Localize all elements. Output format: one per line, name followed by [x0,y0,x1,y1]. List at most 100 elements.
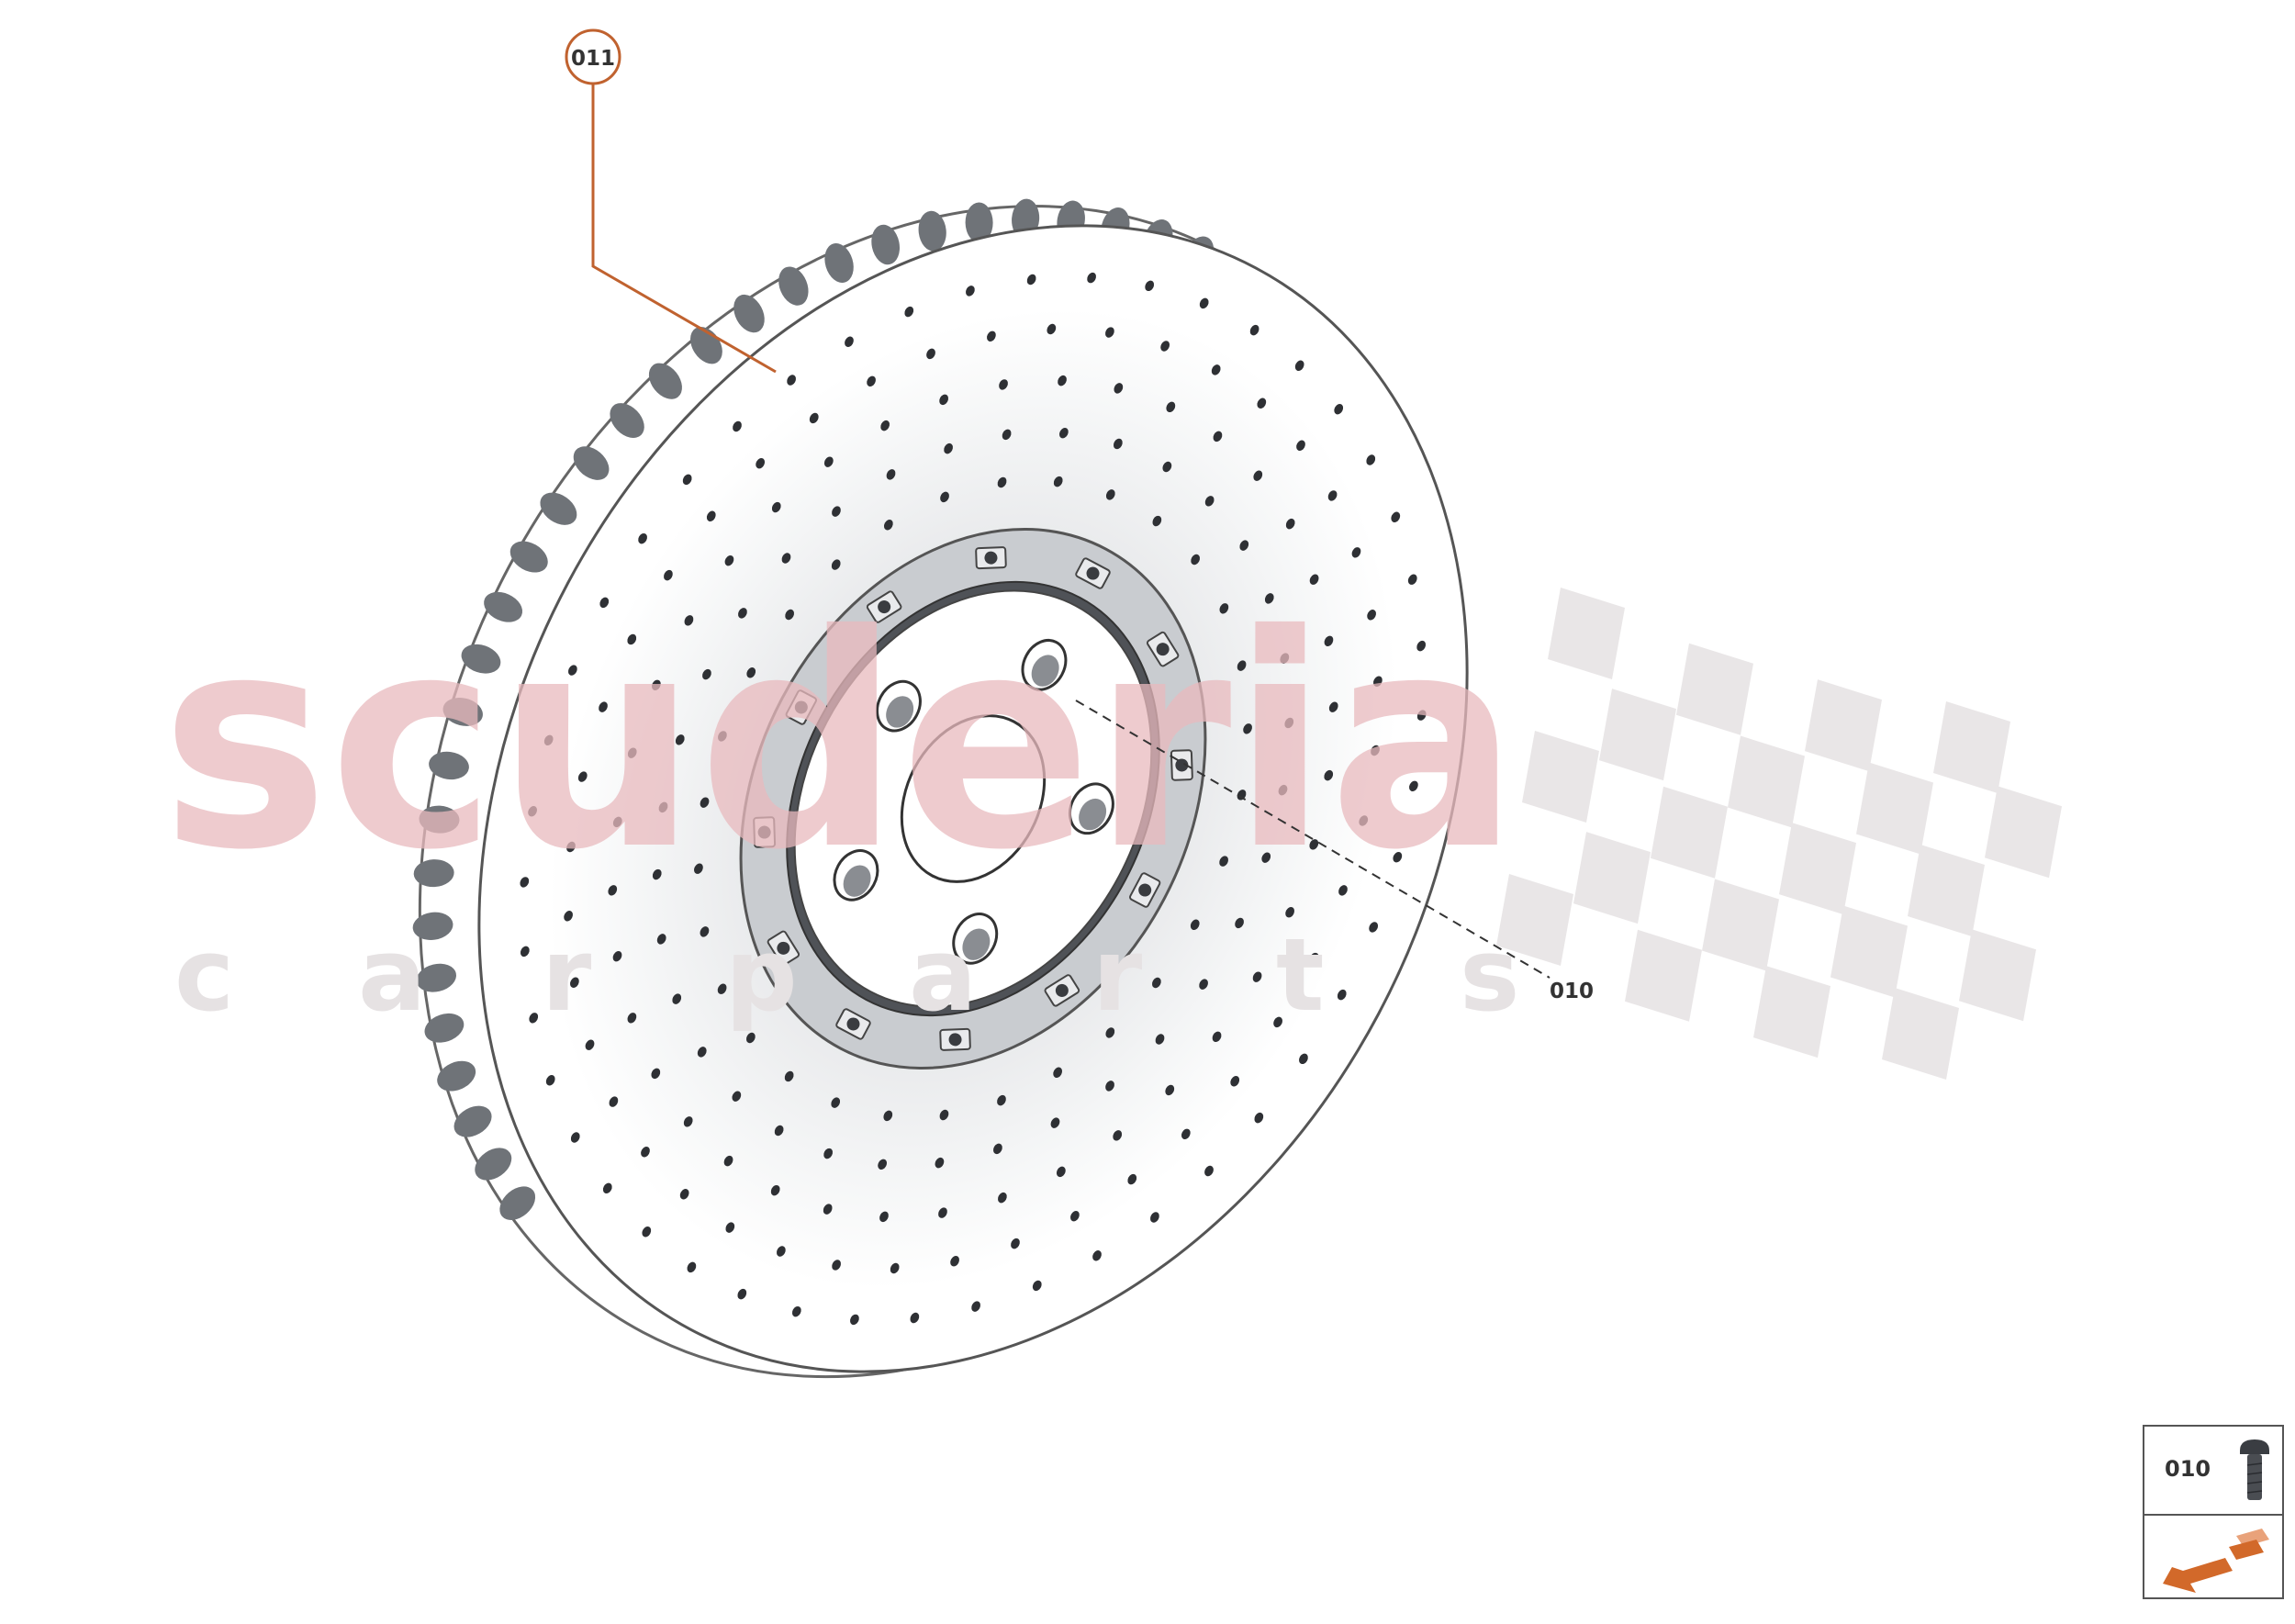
drilled-hole [737,1288,747,1300]
drilled-hole [1407,574,1417,585]
drilled-hole [1219,856,1228,867]
drilled-hole [1285,907,1294,918]
bell-mount-clips [753,546,1193,1051]
drilled-hole [787,375,796,386]
drilled-hole [823,1148,834,1159]
drilled-hole [1296,440,1305,451]
drilled-hole [944,442,953,454]
disc-edge-vent-slots [412,198,1215,1220]
drilled-hole [746,667,756,678]
callout-011-ring [565,28,621,85]
drilled-hole [520,946,530,958]
legend-part-number: 010 [2165,1456,2211,1482]
drilled-hole [543,734,554,746]
drilled-hole [1257,398,1267,409]
callout-011[interactable]: 011 [565,28,777,374]
drilled-hole [781,553,791,564]
drilled-holes [520,272,1427,1326]
drilled-hole [700,797,710,808]
drilled-hole [880,420,890,431]
vent-slot [610,403,644,438]
bolt-hole-inner [843,865,871,897]
vent-slot [429,751,469,780]
watermark-letter: p [725,916,798,1034]
drilled-hole [1152,515,1162,527]
flag-square [1496,874,1573,966]
drilled-hole [612,816,622,828]
drilled-hole [1127,1173,1137,1185]
drilled-hole [997,1094,1006,1106]
flag-square [1959,929,2036,1022]
clip-bolt [794,700,808,714]
watermark-letter: r [1092,916,1142,1034]
vent-slot [437,1060,476,1092]
drilled-hole [1114,383,1124,394]
drilled-hole [1285,518,1295,530]
clip-bolt [757,825,771,839]
drilled-hole [867,375,876,387]
watermark-letter: c [174,916,234,1034]
drilled-hole [1162,461,1172,473]
drilled-hole [1253,470,1263,481]
drilled-hole [724,554,734,566]
legend-row-010[interactable]: 010 [2144,1427,2282,1516]
callout-010[interactable]: 010 [1075,700,1594,1003]
drilled-hole [940,491,949,503]
drilled-hole [1113,438,1123,450]
vent-slot [461,644,501,674]
drilled-hole [1337,989,1347,1001]
clip-bolt [1055,983,1069,997]
vent-slot [499,1186,536,1220]
drilled-hole [832,506,841,517]
center-bore [900,714,1047,883]
drilled-hole [1105,1027,1115,1038]
drilled-hole [774,1125,784,1137]
drilled-hole [1212,1031,1222,1043]
next-page-button[interactable] [2144,1516,2282,1597]
drilled-hole [1230,1076,1240,1087]
drilled-hole [776,1246,786,1257]
watermark-letter: a [358,916,426,1034]
drilled-hole [638,532,647,544]
drilled-hole [1032,1280,1042,1292]
flag-square [1599,689,1676,781]
drilled-hole [697,1047,707,1058]
drilled-hole [733,420,742,432]
callout-011-leader [591,81,777,374]
callout-010-leader [1075,700,1551,979]
clip-bolt [1156,643,1170,656]
drilled-hole [627,1013,637,1024]
drilled-hole [717,983,727,994]
drilled-hole [883,1110,893,1122]
vent-slot [416,963,457,992]
drilled-hole [577,771,588,782]
drilled-hole [831,1097,841,1108]
drilled-hole [675,734,685,745]
drilled-hole [1166,401,1176,413]
parts-legend: 010 [2143,1425,2284,1599]
drilled-hole [1249,324,1259,336]
drilled-hole [672,993,682,1004]
clip-bolt [878,600,891,614]
vent-slot [419,805,460,834]
drilled-hole [1053,1067,1063,1078]
vent-slot [573,446,610,480]
flag-square [1933,701,2010,794]
drilled-hole [1150,1212,1159,1223]
drilled-hole [1058,375,1067,386]
drilled-hole [545,1075,555,1086]
vent-slot [442,697,483,726]
drilled-hole [845,336,854,347]
drilled-hole [1191,554,1201,566]
vent-slot [965,202,993,243]
drilled-hole [1211,364,1221,375]
drilled-hole [950,1256,959,1267]
drilled-hole [890,1262,900,1274]
drilled-hole [694,863,703,874]
drilled-hole [1026,274,1036,286]
bolt-hole-inner [1031,655,1059,687]
drilled-hole [966,286,975,297]
drilled-hole [1204,496,1215,507]
drilled-hole [1237,790,1247,801]
